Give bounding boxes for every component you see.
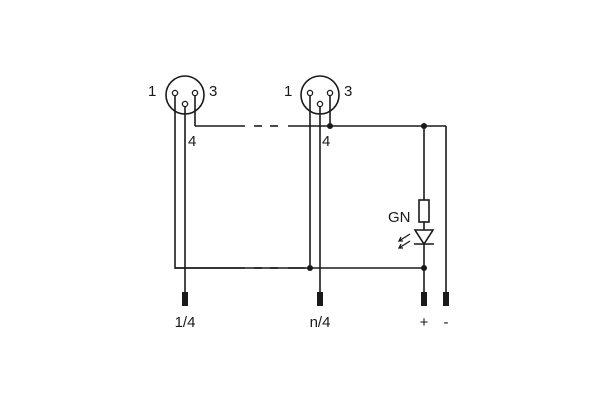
led-light-arrows (397, 233, 411, 249)
connector-right-pin-1 (306, 89, 314, 97)
connector-right-label-4: 4 (322, 133, 330, 150)
led-arrow-2-head (397, 243, 403, 249)
connector-left: 1 3 4 (148, 75, 217, 150)
connector-left-label-4: 4 (188, 133, 196, 150)
terminal-ends (182, 292, 449, 306)
junction-led-top (421, 123, 427, 129)
terminal-end-plus (421, 292, 427, 306)
junction-right-pin1 (307, 265, 313, 271)
connector-right: 1 3 4 (284, 75, 352, 150)
terminal-label-middle: n/4 (310, 314, 331, 331)
led-arrow-1-head (397, 236, 403, 242)
junctions (307, 123, 427, 271)
connector-left-pin-1 (171, 89, 179, 97)
terminal-label-plus: + (420, 314, 429, 331)
connector-right-label-3: 3 (344, 83, 352, 100)
connector-left-pin-4 (181, 100, 189, 108)
connector-left-label-3: 3 (209, 83, 217, 100)
led-diode (413, 229, 435, 246)
terminal-label-minus: - (444, 314, 449, 331)
led-label: GN (388, 209, 411, 226)
terminal-end-minus (443, 292, 449, 306)
connector-right-label-1: 1 (284, 83, 292, 100)
right-connector-wires (309, 96, 331, 292)
led-arrow-2 (398, 240, 411, 249)
resistor (418, 199, 430, 223)
connector-left-pin-3 (191, 89, 199, 97)
junction-right-pin3 (327, 123, 333, 129)
terminal-end-middle (317, 292, 323, 306)
connector-left-label-1: 1 (148, 83, 156, 100)
junction-led-bottom (421, 265, 427, 271)
top-bus (195, 125, 447, 292)
connector-right-pin-3 (326, 89, 334, 97)
led-arrow-1 (398, 233, 411, 242)
terminal-label-left: 1/4 (175, 314, 196, 331)
led-branch: GN (388, 126, 435, 292)
connector-right-pin-4 (316, 100, 324, 108)
terminal-end-left (182, 292, 188, 306)
terminal-labels: 1/4 n/4 + - (175, 314, 449, 331)
